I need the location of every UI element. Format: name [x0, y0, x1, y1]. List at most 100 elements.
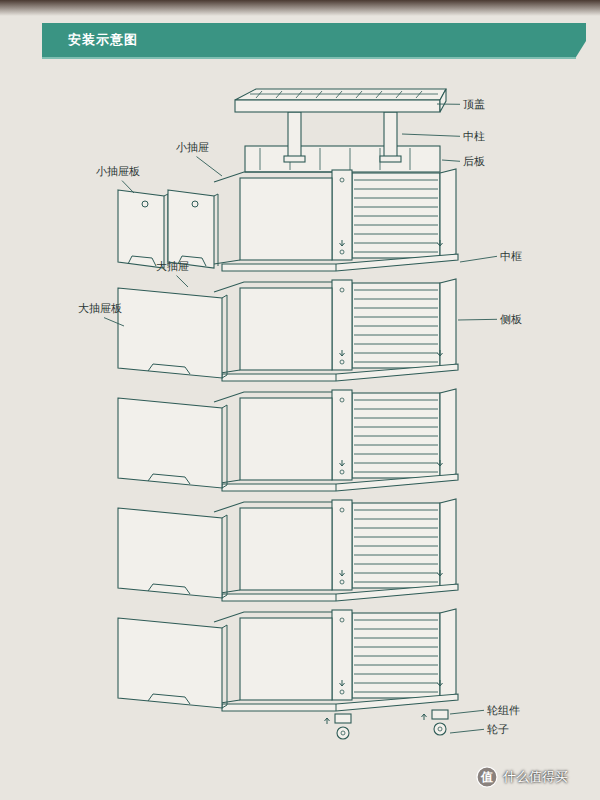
- side-panel: [352, 503, 440, 588]
- side-panel-slat: [354, 692, 438, 693]
- cabinet-level: [118, 609, 458, 711]
- leader-line: [437, 104, 460, 105]
- side-panel-edge: [440, 169, 456, 258]
- leader-line: [104, 318, 124, 326]
- panel-thickness: [222, 405, 227, 488]
- large-drawer-panel: [118, 618, 222, 708]
- panel-thickness: [222, 625, 227, 708]
- middle-frame: [222, 254, 458, 271]
- arrow-symbol: [340, 460, 345, 466]
- front-post: [332, 280, 352, 370]
- side-panel-slat: [354, 290, 438, 291]
- side-panel-slat: [354, 317, 438, 318]
- middle-post: [288, 112, 301, 160]
- top-cover-slat: [356, 91, 362, 98]
- back-panel-rib: [350, 148, 351, 170]
- cabinet-level: [118, 279, 458, 381]
- side-panel-slat: [354, 400, 438, 401]
- middle-frame-edge: [336, 704, 337, 711]
- arrow-symbol: [438, 460, 443, 466]
- arrow-symbol: [340, 680, 345, 686]
- side-panel-slat: [354, 638, 438, 639]
- side-panel: [352, 393, 440, 478]
- front-post: [332, 170, 352, 260]
- wheel-hub: [438, 727, 442, 731]
- back-panel-rib: [320, 148, 321, 170]
- panel-handle: [148, 584, 190, 594]
- post-clip: [340, 618, 344, 622]
- large-drawer-panel: [118, 398, 222, 488]
- side-panel-slat: [354, 427, 438, 428]
- front-post: [332, 610, 352, 700]
- part-name: 顶盖: [463, 98, 485, 111]
- drawer-rim: [214, 502, 332, 512]
- paper-shadow: [0, 0, 600, 16]
- panel-hole: [192, 201, 198, 207]
- side-panel-slat: [354, 665, 438, 666]
- post-base: [284, 156, 305, 162]
- middle-frame-edge: [336, 374, 337, 381]
- part-name: 小抽屉板: [96, 165, 140, 178]
- section-title: 安装示意图: [68, 31, 138, 49]
- back-panel: [245, 146, 440, 172]
- leader-line: [450, 729, 484, 733]
- side-panel-slat: [354, 683, 438, 684]
- wheel-assembly: [432, 710, 448, 719]
- panel-thickness: [164, 194, 168, 196]
- middle-post: [384, 112, 397, 160]
- side-panel-slat: [354, 519, 438, 520]
- arrow-symbol: [340, 240, 345, 246]
- side-panel-slat: [354, 180, 438, 181]
- watermark-icon: [477, 767, 497, 787]
- side-panel-slat: [354, 510, 438, 511]
- side-panel-slat: [354, 582, 438, 583]
- middle-frame: [222, 474, 458, 491]
- drawer-rim: [214, 612, 332, 622]
- side-panel-slat: [354, 335, 438, 336]
- side-panel-slat: [354, 528, 438, 529]
- side-panel-slat: [354, 445, 438, 446]
- cabinet-level: [118, 389, 458, 491]
- side-panel-slat: [354, 207, 438, 208]
- drawer-wall: [240, 178, 332, 260]
- part-name: 中框: [500, 250, 522, 263]
- post-base: [380, 156, 401, 162]
- arrow-symbol: [340, 350, 345, 356]
- side-panel-slat: [354, 573, 438, 574]
- leader-lines: [104, 104, 497, 733]
- side-panel-slat: [354, 546, 438, 547]
- drawer-rim: [214, 392, 332, 402]
- panel-handle: [128, 256, 156, 266]
- middle-frame: [222, 694, 458, 711]
- post-clip: [340, 288, 344, 292]
- side-panel-slat: [354, 472, 438, 473]
- part-name: 中柱: [463, 130, 485, 143]
- part-name: 大抽屉板: [78, 302, 122, 315]
- side-panel-edge: [440, 389, 456, 478]
- part-name: 侧板: [500, 313, 522, 326]
- side-panel-edge: [440, 609, 456, 698]
- part-name: 轮子: [487, 723, 509, 736]
- post-clip: [340, 360, 344, 364]
- leader-line: [122, 181, 134, 193]
- side-panel-slat: [354, 198, 438, 199]
- post-clip: [340, 508, 344, 512]
- side-panel-slat: [354, 362, 438, 363]
- small-drawer-panel: [118, 190, 164, 268]
- top-cover-slat: [376, 91, 382, 98]
- leader-line: [197, 157, 223, 176]
- back-panel-rib: [410, 148, 411, 170]
- side-panel-slat: [354, 463, 438, 464]
- arrow-symbol: [438, 680, 443, 686]
- middle-frame: [222, 584, 458, 601]
- top-cover-rim: [250, 94, 438, 95]
- side-panel-slat: [354, 620, 438, 621]
- front-post: [332, 390, 352, 480]
- side-panel-slat: [354, 418, 438, 419]
- post-clip: [340, 690, 344, 694]
- top-cover-side: [440, 89, 446, 112]
- part-name: 后板: [463, 155, 485, 168]
- side-panel-slat: [354, 629, 438, 630]
- post-clip: [340, 580, 344, 584]
